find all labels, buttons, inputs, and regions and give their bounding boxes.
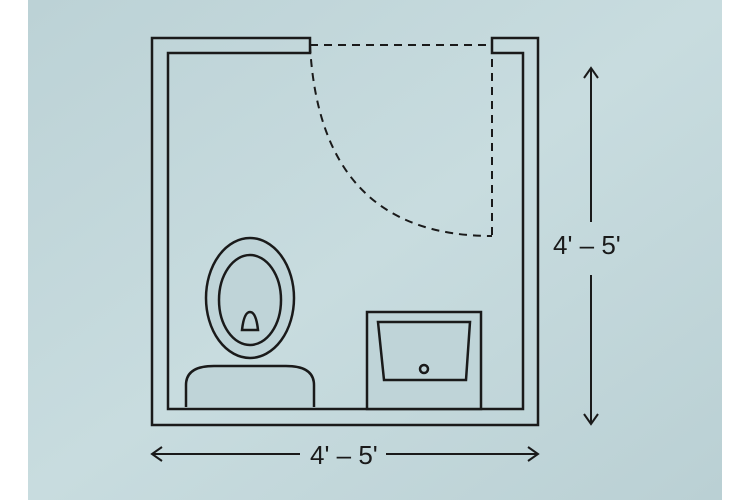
background-panel xyxy=(28,0,722,500)
toilet xyxy=(184,236,316,407)
depth-dimension-label: 4' – 5' xyxy=(553,230,621,260)
sink-vanity xyxy=(365,310,483,411)
door-swing xyxy=(309,44,493,237)
depth-arrow xyxy=(583,66,599,426)
width-dimension-label: 4' – 5' xyxy=(310,440,378,470)
width-arrow xyxy=(150,446,540,462)
